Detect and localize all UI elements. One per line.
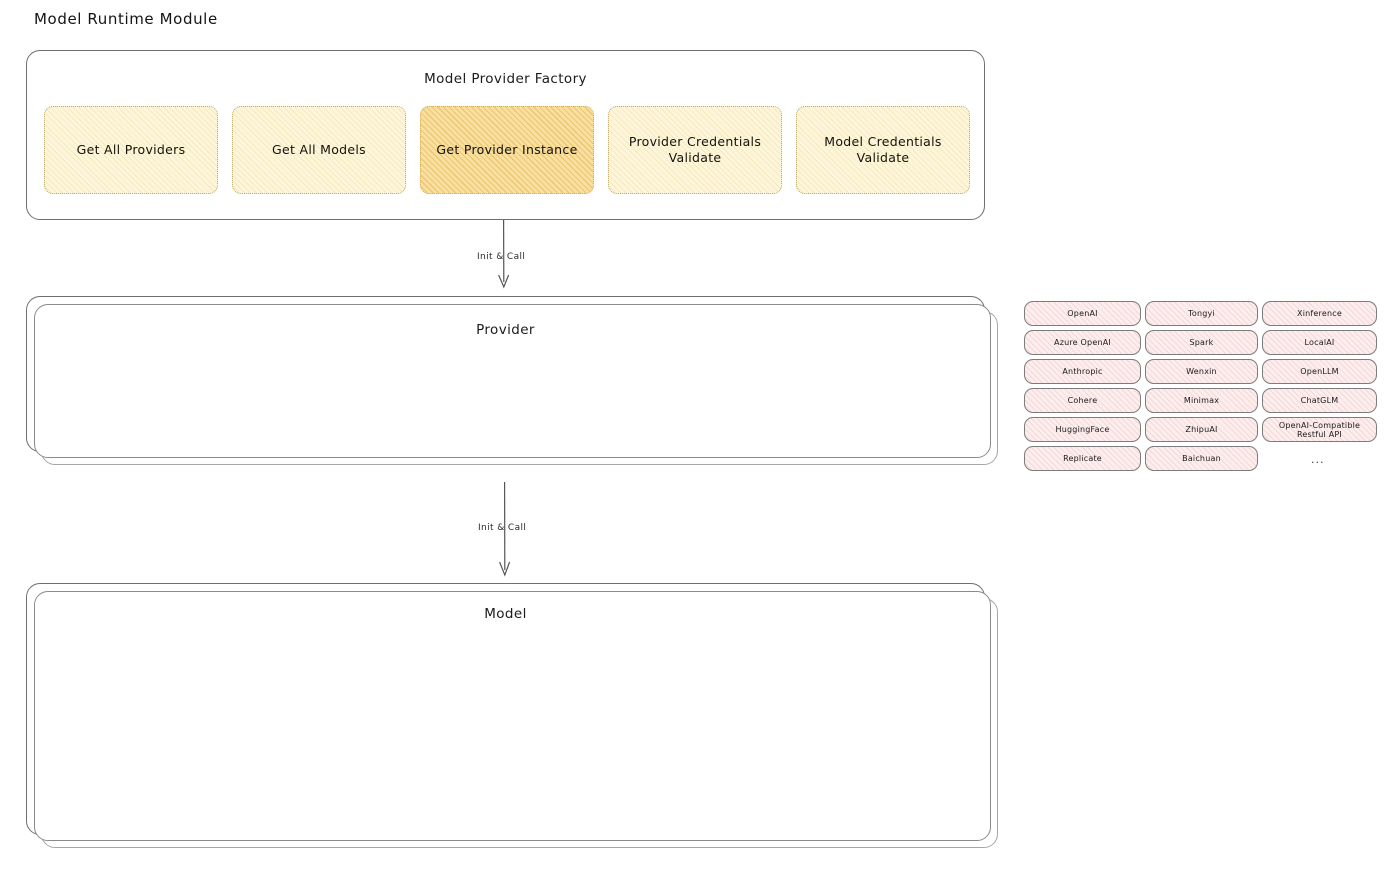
- factory-node-get-provider-instance[interactable]: Get Provider Instance: [420, 106, 594, 194]
- provider-chip-anthropic[interactable]: Anthropic: [1024, 359, 1141, 384]
- provider-chip-spark[interactable]: Spark: [1145, 330, 1258, 355]
- provider-title: Provider: [476, 322, 535, 338]
- arrow-factory-to-provider: [498, 219, 510, 289]
- model-container: Model: [26, 583, 998, 848]
- provider-chip-xinference[interactable]: Xinference: [1262, 301, 1377, 326]
- provider-chip-openai[interactable]: OpenAI: [1024, 301, 1141, 326]
- provider-chip-zhipuai[interactable]: ZhipuAI: [1145, 417, 1258, 442]
- factory-node-get-all-models[interactable]: Get All Models: [232, 106, 406, 194]
- provider-chip-huggingface[interactable]: HuggingFace: [1024, 417, 1141, 442]
- factory-node-get-all-providers[interactable]: Get All Providers: [44, 106, 218, 194]
- provider-list-more: ...: [1311, 453, 1325, 466]
- provider-chip-cohere[interactable]: Cohere: [1024, 388, 1141, 413]
- page-title: Model Runtime Module: [34, 10, 218, 28]
- arrow-label-init-call-1: Init & Call: [477, 252, 526, 262]
- factory-node-provider-credentials-validate[interactable]: Provider Credentials Validate: [608, 106, 782, 194]
- arrow-label-init-call-2: Init & Call: [478, 523, 527, 533]
- provider-chip-replicate[interactable]: Replicate: [1024, 446, 1141, 471]
- provider-chip-tongyi[interactable]: Tongyi: [1145, 301, 1258, 326]
- provider-container: Provider: [26, 296, 998, 465]
- factory-node-model-credentials-validate[interactable]: Model Credentials Validate: [796, 106, 970, 194]
- provider-chip-openai-compatible-restful-api[interactable]: OpenAI-Compatible Restful API: [1262, 417, 1377, 442]
- provider-chip-localai[interactable]: LocalAI: [1262, 330, 1377, 355]
- provider-chip-azure-openai[interactable]: Azure OpenAI: [1024, 330, 1141, 355]
- provider-chip-minimax[interactable]: Minimax: [1145, 388, 1258, 413]
- model-title: Model: [484, 606, 527, 622]
- provider-chip-chatglm[interactable]: ChatGLM: [1262, 388, 1377, 413]
- provider-chip-openllm[interactable]: OpenLLM: [1262, 359, 1377, 384]
- arrow-provider-to-model: [499, 481, 511, 577]
- provider-chip-baichuan[interactable]: Baichuan: [1145, 446, 1258, 471]
- factory-title: Model Provider Factory: [424, 71, 587, 87]
- provider-chip-wenxin[interactable]: Wenxin: [1145, 359, 1258, 384]
